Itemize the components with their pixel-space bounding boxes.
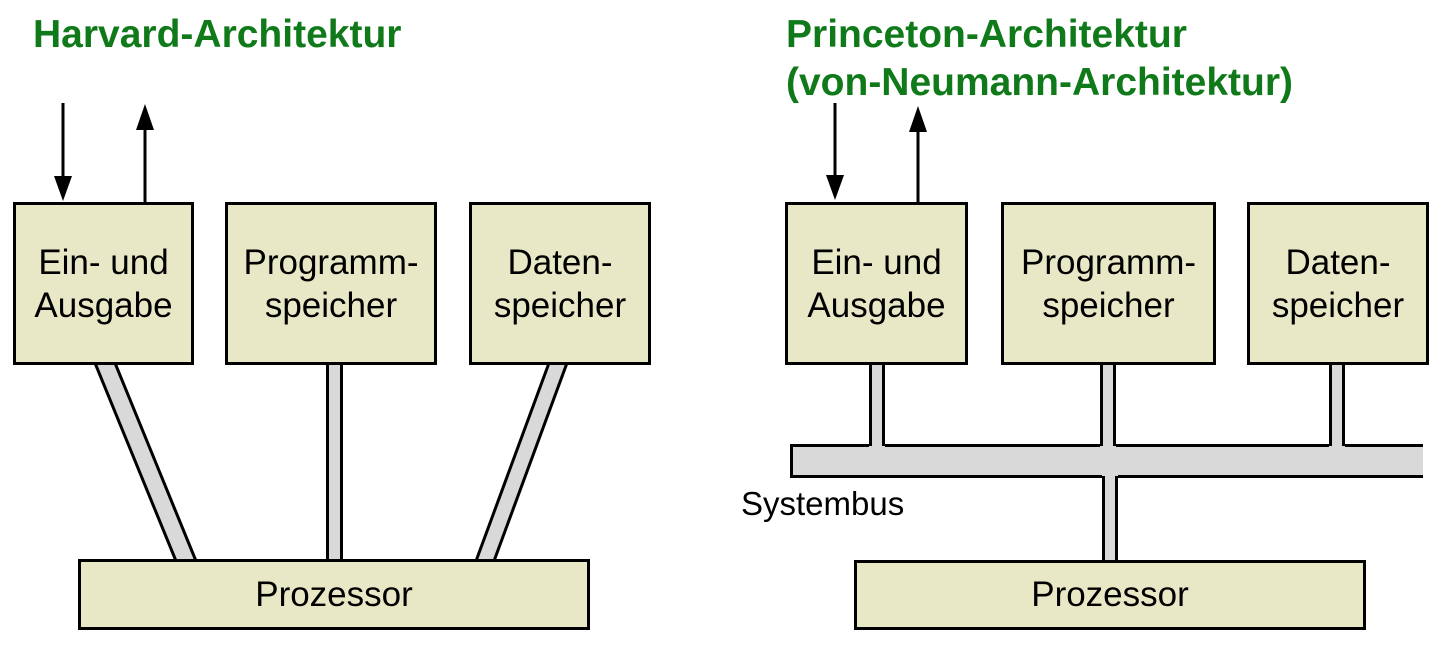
harvard-data-memory-box: Daten- speicher — [469, 202, 651, 365]
harvard-title: Harvard-Architektur — [33, 13, 402, 56]
box-label-line2: Ausgabe — [34, 285, 173, 325]
harvard-io-box: Ein- und Ausgabe — [13, 202, 194, 365]
harvard-program-memory-box: Programm- speicher — [225, 202, 437, 365]
princeton-io-box: Ein- und Ausgabe — [785, 202, 968, 365]
box-label-line2: speicher — [264, 285, 398, 325]
box-label-line2: Ausgabe — [807, 285, 946, 325]
down-arrow-icon — [54, 103, 72, 201]
bus-connector-program-processor — [326, 358, 343, 566]
princeton-title: Princeton-Architektur (von-Neumann-Archi… — [786, 11, 1293, 107]
bus-connector-data-processor — [473, 356, 570, 566]
princeton-title-line1: Princeton-Architektur — [786, 13, 1187, 56]
box-label-line1: Daten- — [1285, 242, 1391, 282]
systembus-label: Systembus — [741, 485, 905, 522]
bus-connector-program-systembus — [1100, 358, 1116, 452]
up-arrow-icon — [909, 106, 927, 202]
bus-connector-data-systembus — [1329, 358, 1345, 452]
box-label-line2: speicher — [1271, 285, 1405, 325]
harvard-processor-box: Prozessor — [78, 559, 590, 630]
bus-connector-io-processor — [91, 356, 199, 566]
box-label-line1: Ein- und — [38, 242, 169, 282]
up-arrow-icon — [136, 104, 154, 202]
box-label-line1: Programm- — [1020, 242, 1197, 282]
princeton-data-memory-box: Daten- speicher — [1247, 202, 1429, 365]
bus-connector-systembus-processor — [1102, 470, 1118, 566]
box-label-line1: Ein- und — [811, 242, 942, 282]
box-label-line1: Programm- — [243, 242, 419, 282]
princeton-title-line2: (von-Neumann-Architektur) — [786, 61, 1294, 104]
box-label-line1: Daten- — [507, 242, 613, 282]
bus-connector-io-systembus — [869, 358, 885, 452]
box-label-line2: speicher — [493, 285, 627, 325]
princeton-processor-box: Prozessor — [854, 560, 1366, 630]
down-arrow-icon — [826, 103, 844, 200]
princeton-program-memory-box: Programm- speicher — [1001, 202, 1216, 365]
box-label-line2: speicher — [1042, 285, 1175, 325]
